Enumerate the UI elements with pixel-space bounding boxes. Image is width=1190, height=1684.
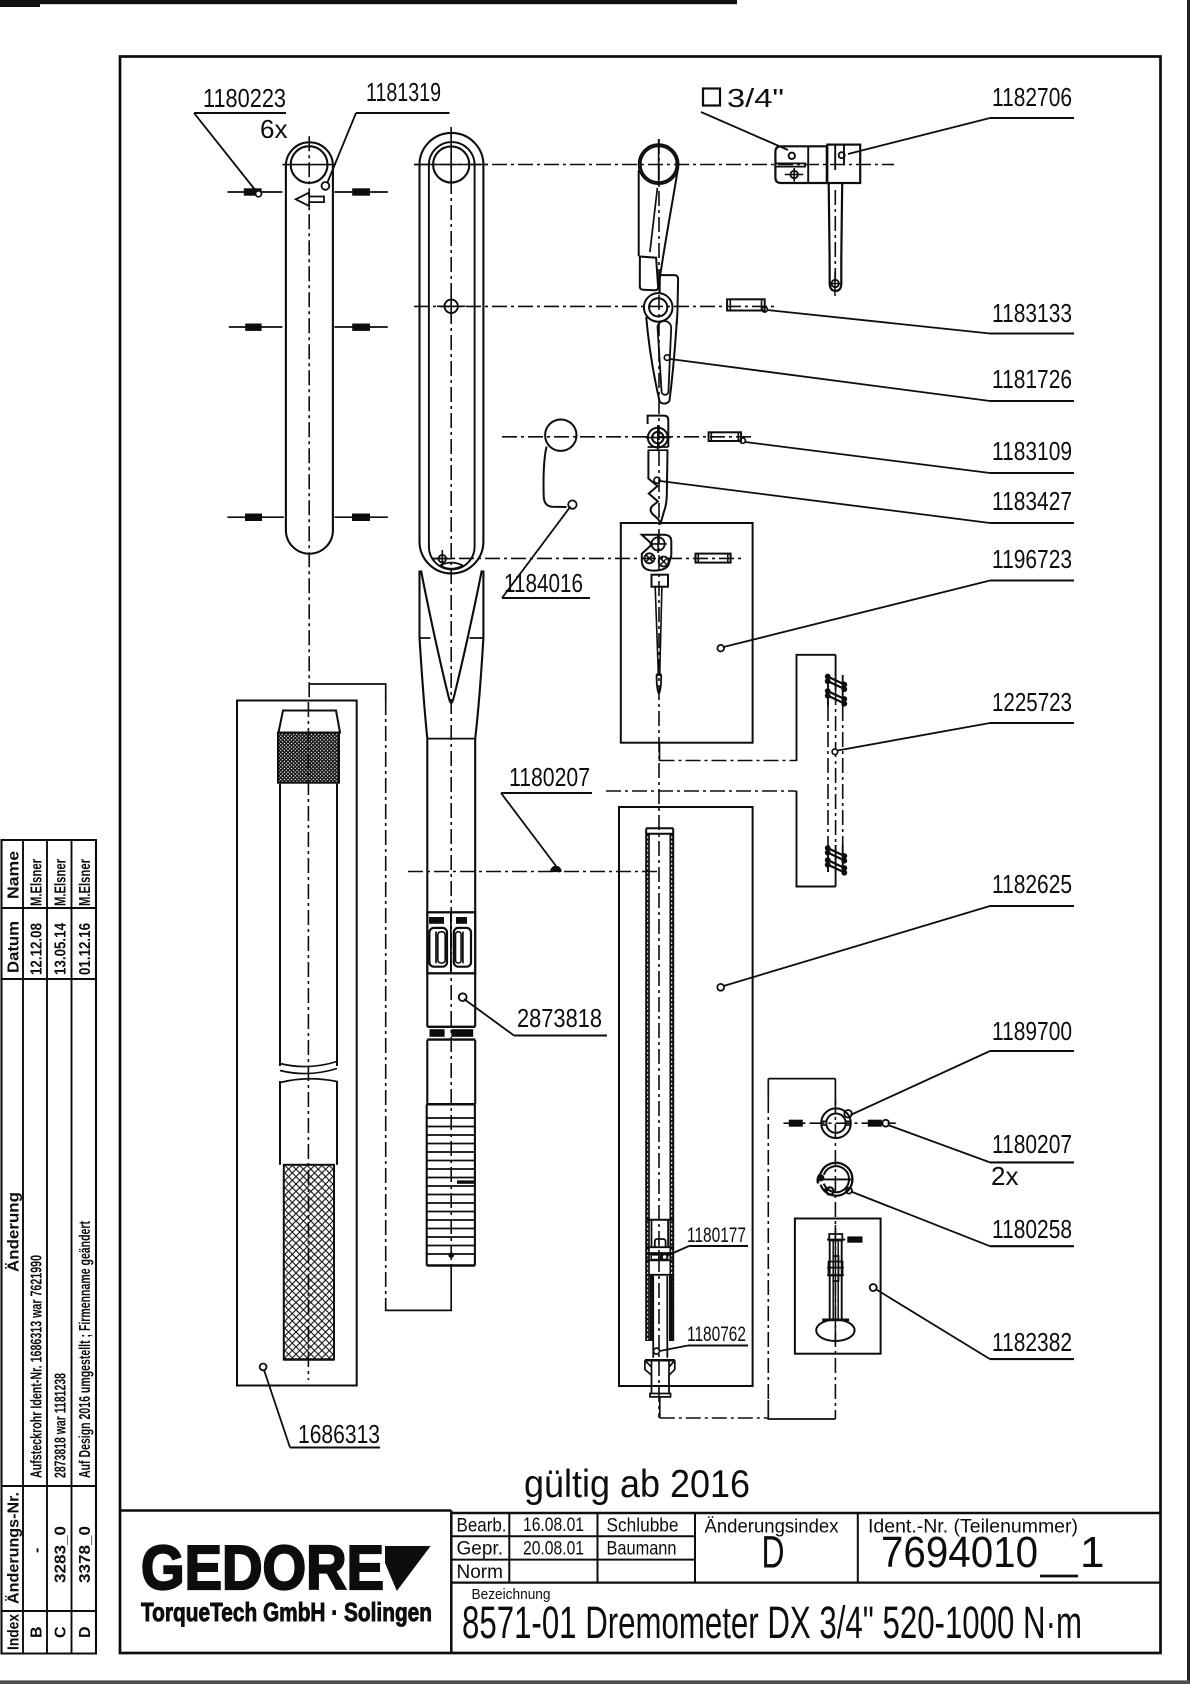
svg-text:1180207: 1180207 — [992, 1129, 1072, 1159]
svg-text:Änderungsindex: Änderungsindex — [705, 1517, 839, 1538]
svg-text:1181319: 1181319 — [366, 77, 441, 107]
svg-text:Baumann: Baumann — [607, 1539, 677, 1560]
svg-text:1183133: 1183133 — [992, 298, 1072, 328]
svg-text:Gepr.: Gepr. — [457, 1539, 503, 1560]
svg-text:D: D — [762, 1527, 785, 1578]
svg-text:01.12.16: 01.12.16 — [77, 923, 94, 975]
svg-text:12.12.08: 12.12.08 — [29, 923, 46, 975]
svg-text:Index: Index — [6, 1614, 23, 1650]
svg-text:20.08.01: 20.08.01 — [523, 1539, 584, 1560]
svg-text:1180258: 1180258 — [992, 1214, 1072, 1244]
svg-text:8571-01 Dremometer DX 3/4" 52: 8571-01 Dremometer DX 3/4" 520-1000 N·m — [462, 1597, 1082, 1648]
svg-text:1196723: 1196723 — [992, 544, 1072, 574]
svg-text:gültig ab 2016: gültig ab 2016 — [524, 1463, 750, 1506]
svg-text:C: C — [53, 1626, 70, 1638]
svg-text:Änderungs-Nr.: Änderungs-Nr. — [5, 1492, 23, 1604]
svg-text:3378_0: 3378_0 — [77, 1526, 94, 1583]
svg-text:M.Elsner: M.Elsner — [53, 859, 70, 906]
svg-text:3283_0: 3283_0 — [53, 1526, 70, 1583]
svg-text:2x: 2x — [991, 1161, 1018, 1191]
svg-text:1180207: 1180207 — [509, 762, 590, 792]
svg-text:Aufsteckrohr Ident-Nr. 1686313: Aufsteckrohr Ident-Nr. 1686313 war 76219… — [29, 1255, 46, 1478]
svg-text:M.Elsner: M.Elsner — [77, 859, 94, 906]
svg-text:7694010: 7694010 — [881, 1528, 1038, 1577]
svg-text:Name: Name — [6, 851, 23, 899]
svg-text:1: 1 — [1080, 1528, 1104, 1577]
svg-text:Ident.-Nr. (Teilenummer): Ident.-Nr. (Teilenummer) — [868, 1517, 1078, 1538]
svg-text:Norm: Norm — [457, 1562, 503, 1583]
svg-text:1180223: 1180223 — [203, 83, 286, 113]
svg-text:1181726: 1181726 — [992, 364, 1072, 394]
svg-text:D: D — [77, 1626, 94, 1638]
svg-text:Schlubbe: Schlubbe — [607, 1516, 679, 1537]
svg-text:GEDORE: GEDORE — [141, 1534, 384, 1603]
svg-text:TorqueTech GmbH · Solingen: TorqueTech GmbH · Solingen — [141, 1597, 432, 1627]
svg-text:1180177: 1180177 — [687, 1224, 746, 1247]
svg-text:Auf Design 2016 umgestellt ; F: Auf Design 2016 umgestellt ; Firmenname … — [77, 1221, 94, 1478]
svg-text:16.08.01: 16.08.01 — [523, 1515, 584, 1536]
svg-text:1184016: 1184016 — [504, 568, 583, 598]
svg-text:1189700: 1189700 — [992, 1016, 1072, 1046]
svg-text:1183427: 1183427 — [992, 486, 1072, 516]
svg-text:1182625: 1182625 — [992, 869, 1072, 899]
svg-text:1182706: 1182706 — [992, 82, 1072, 112]
svg-text:B: B — [29, 1626, 46, 1638]
svg-text:Bearb.: Bearb. — [457, 1516, 507, 1537]
svg-text:M.Elsner: M.Elsner — [29, 859, 46, 906]
svg-text:1180762: 1180762 — [687, 1323, 746, 1346]
svg-text:Änderung: Änderung — [5, 1192, 23, 1272]
svg-text:1183109: 1183109 — [992, 436, 1072, 466]
svg-text:Datum: Datum — [6, 921, 23, 973]
svg-text:1182382: 1182382 — [992, 1327, 1072, 1357]
svg-text:1686313: 1686313 — [298, 1419, 380, 1449]
svg-text:1225723: 1225723 — [992, 687, 1072, 717]
svg-text:-: - — [29, 1548, 46, 1553]
svg-text:13.05.14: 13.05.14 — [53, 923, 70, 975]
svg-text:6x: 6x — [260, 114, 287, 144]
svg-text:3/4": 3/4" — [727, 83, 784, 113]
svg-text:2873818: 2873818 — [517, 1003, 602, 1033]
svg-text:2873818 war 1181238: 2873818 war 1181238 — [53, 1373, 70, 1478]
svg-text:Bezeichnung: Bezeichnung — [472, 1586, 551, 1603]
